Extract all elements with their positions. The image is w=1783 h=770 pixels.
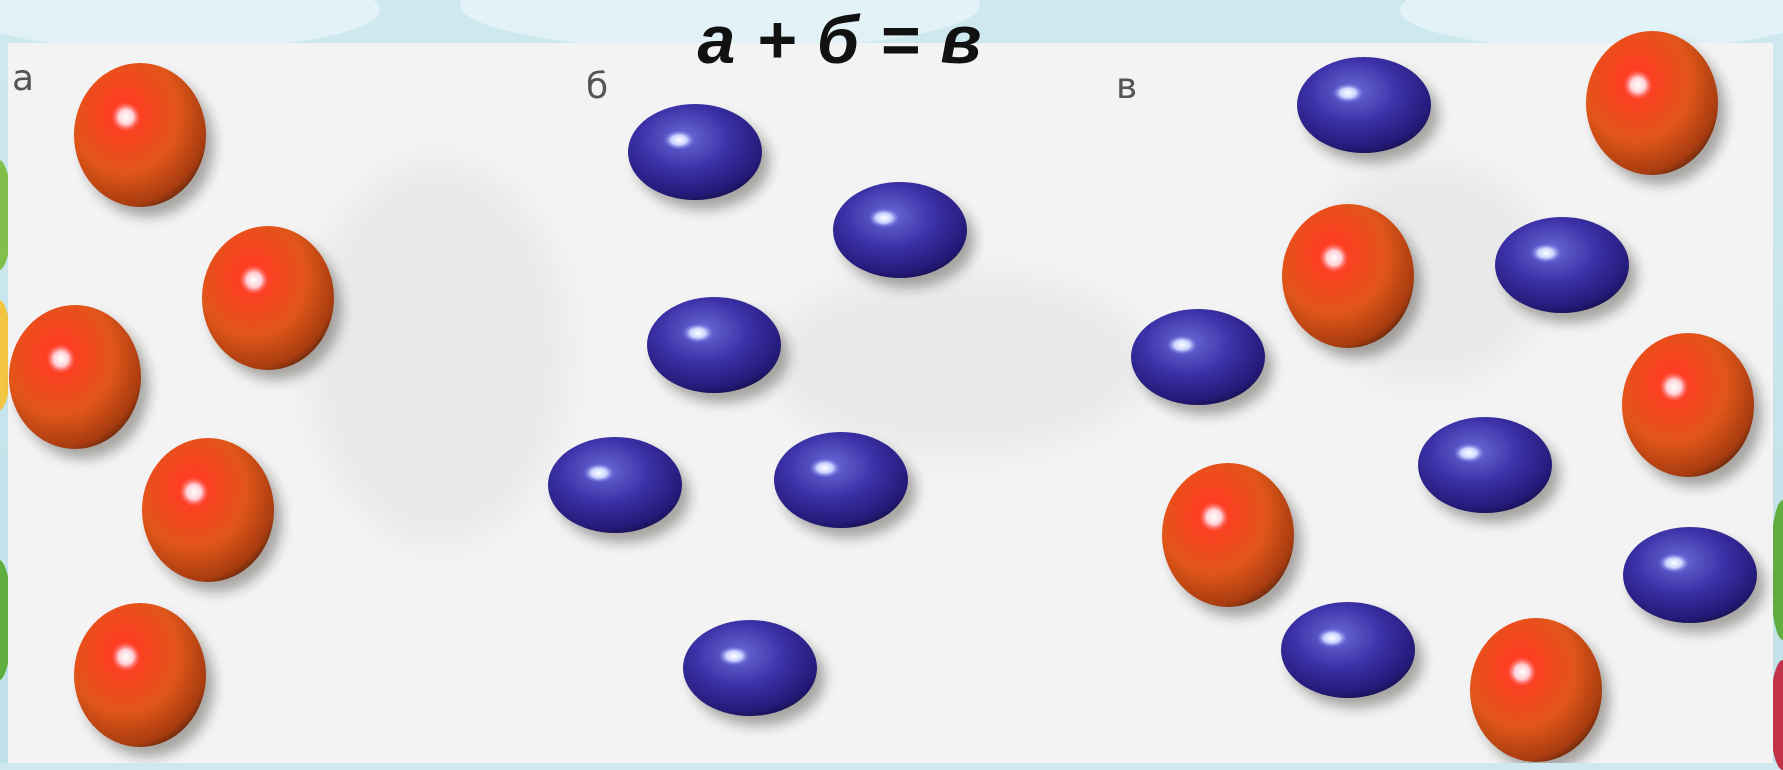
- blue-sphere-2: [1495, 217, 1629, 313]
- sphere-highlight: [1530, 243, 1562, 263]
- red-sphere-5: [1470, 618, 1602, 762]
- red-sphere-4: [142, 438, 274, 582]
- sphere-highlight: [239, 265, 269, 295]
- panel-label-b: б: [586, 66, 609, 107]
- sphere-highlight: [179, 477, 209, 507]
- sphere-highlight: [1316, 628, 1348, 648]
- blue-sphere-4: [548, 437, 682, 533]
- sphere-highlight: [46, 344, 76, 374]
- panel-a-spheres: [9, 63, 342, 757]
- blue-sphere-1: [1297, 57, 1431, 153]
- sphere-highlight: [111, 102, 141, 132]
- red-sphere-3: [9, 305, 141, 449]
- sphere-highlight: [111, 642, 141, 672]
- sphere-highlight: [809, 458, 841, 478]
- blue-sphere-6: [1281, 602, 1415, 698]
- blue-sphere-3: [1131, 309, 1265, 405]
- red-sphere-4: [1162, 463, 1294, 607]
- red-sphere-2: [202, 226, 334, 370]
- sphere-highlight: [1166, 335, 1198, 355]
- sphere-highlight: [868, 208, 900, 228]
- red-sphere-3: [1622, 333, 1754, 477]
- red-sphere-2: [1282, 204, 1414, 348]
- sphere-highlight: [1659, 372, 1689, 402]
- red-sphere-1: [74, 63, 206, 207]
- sphere-highlight: [1453, 443, 1485, 463]
- sphere-highlight: [663, 130, 695, 150]
- sphere-highlight: [1332, 83, 1364, 103]
- blue-sphere-5: [1623, 527, 1757, 623]
- right-leaf-decoration: [1770, 500, 1783, 640]
- blue-sphere-6: [683, 620, 817, 716]
- sphere-highlight: [1507, 657, 1537, 687]
- panel-b-spheres: [548, 104, 975, 726]
- equation-title: а + б = в: [697, 2, 983, 78]
- panel-label-c: в: [1116, 66, 1138, 107]
- blue-sphere-4: [1418, 417, 1552, 513]
- sphere-highlight: [1658, 553, 1690, 573]
- sphere-highlight: [1199, 502, 1229, 532]
- red-sphere-1: [1586, 31, 1718, 175]
- sphere-highlight: [682, 323, 714, 343]
- blue-sphere-3: [647, 297, 781, 393]
- sphere-highlight: [1319, 243, 1349, 273]
- red-sphere-5: [74, 603, 206, 747]
- sphere-highlight: [718, 646, 750, 666]
- blue-sphere-2: [833, 182, 967, 278]
- sphere-highlight: [1623, 70, 1653, 100]
- panel-c-spheres: [1131, 31, 1765, 763]
- sphere-highlight: [583, 463, 615, 483]
- right-leaf-decoration: [1770, 660, 1783, 770]
- blue-sphere-5: [774, 432, 908, 528]
- blue-sphere-1: [628, 104, 762, 200]
- panel-label-a: а: [12, 58, 35, 99]
